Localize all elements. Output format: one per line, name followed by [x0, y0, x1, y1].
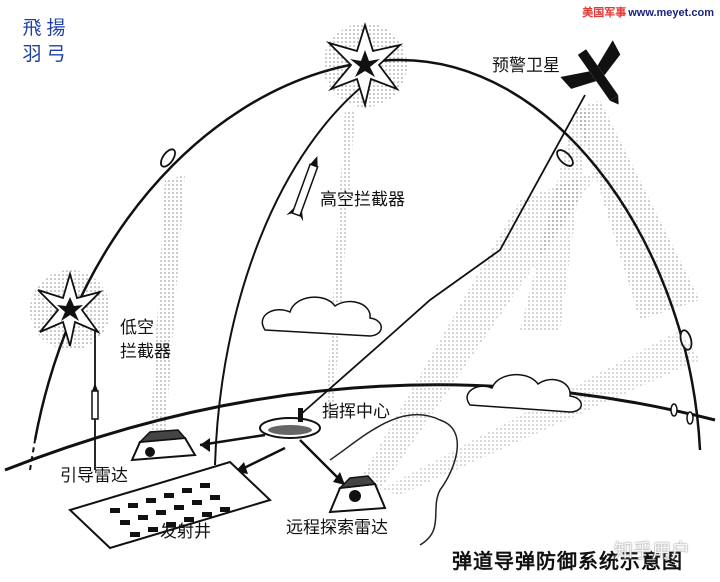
high-interceptor-path — [214, 79, 371, 466]
site-logo-cn: 美国军事 — [582, 7, 627, 19]
arrow-head — [200, 438, 210, 452]
watermark: 知乎用户 — [614, 540, 691, 562]
radar-beam — [575, 100, 700, 320]
missile-icon — [286, 156, 319, 222]
earth-horizon — [4, 383, 716, 472]
trajectory-arc-end-dashed — [29, 439, 36, 471]
arrow-head — [333, 472, 345, 485]
radar-beam — [150, 175, 185, 440]
satellite-icon — [560, 40, 621, 105]
explosion-icon — [323, 21, 407, 109]
corner-seal-char: 羽 — [22, 43, 42, 65]
satellite-link — [299, 94, 586, 416]
warhead-icon — [670, 403, 678, 417]
command-link — [199, 433, 266, 447]
radar-beam — [325, 110, 355, 420]
silo-field-icon — [68, 460, 272, 550]
corner-seal-char: 飛 — [22, 17, 42, 39]
label-command-center: 指挥中心 — [322, 402, 390, 422]
label-remote-radar: 远程探索雷达 — [286, 518, 388, 538]
label-satellite: 预警卫星 — [492, 56, 560, 76]
explosion-icon — [30, 270, 110, 350]
warhead-icon — [686, 411, 694, 425]
command-link — [239, 446, 286, 472]
corner-seal-char: 弓 — [46, 43, 66, 65]
coastline — [329, 413, 459, 546]
command-link — [299, 439, 341, 481]
cloud-icon — [466, 373, 582, 413]
label-guidance-radar: 引导雷达 — [60, 466, 128, 486]
radar-beam — [380, 330, 700, 495]
radar-beam — [520, 110, 590, 330]
label-launch-silo: 发射井 — [160, 522, 211, 542]
radar-dome-icon — [130, 429, 197, 462]
missile-icon — [91, 383, 99, 420]
command-dish-icon — [259, 408, 321, 439]
warhead-icon — [160, 148, 176, 168]
diagram-title: 弹道导弹防御系统示意图 — [452, 549, 683, 573]
label-low-interceptor-line2: 拦截器 — [120, 342, 171, 362]
label-low-interceptor-line1: 低空 — [120, 318, 154, 338]
label-high-interceptor: 高空拦截器 — [320, 190, 405, 210]
site-logo-url: www.meyet.com — [628, 7, 714, 19]
cloud-icon — [261, 296, 382, 337]
radar-dome-icon — [328, 475, 387, 514]
corner-seal-char: 揚 — [46, 17, 66, 39]
